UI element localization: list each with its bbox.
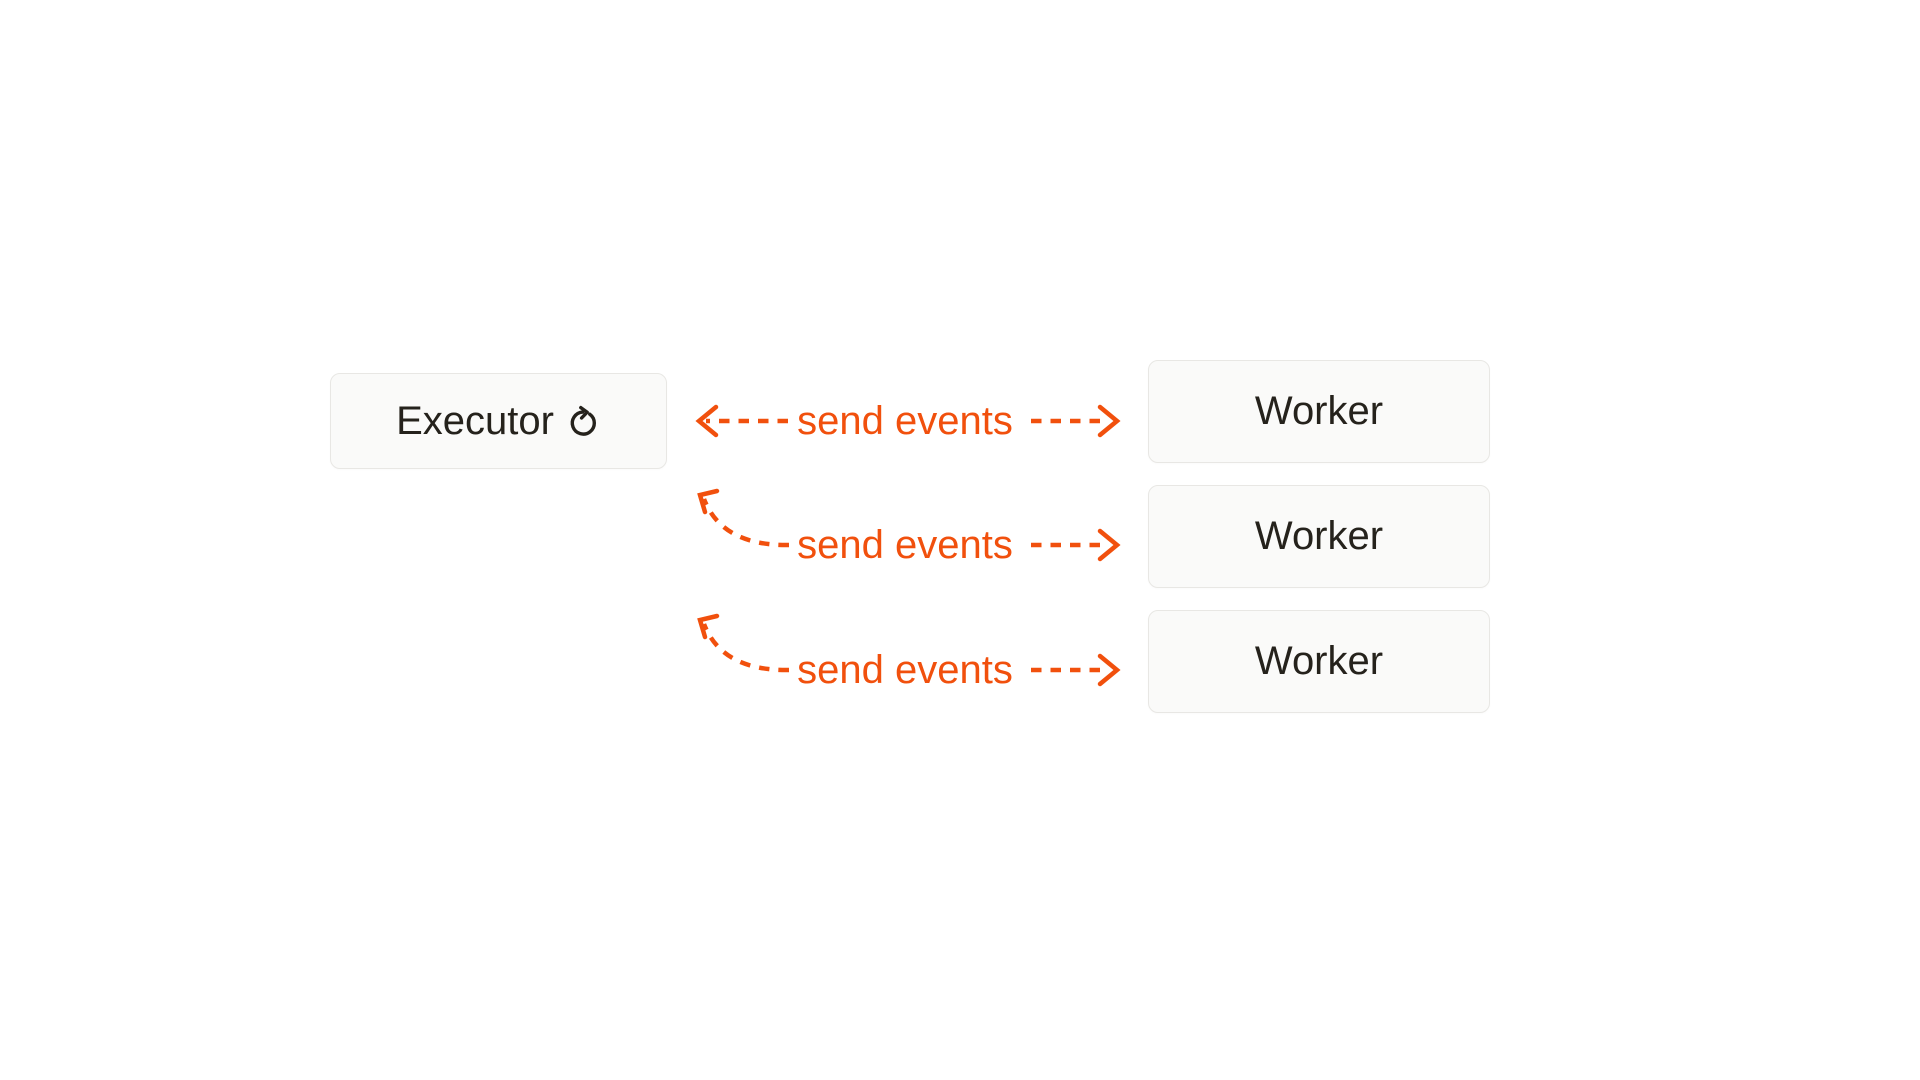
edge-2-curved-arrow: [697, 488, 1121, 562]
node-worker-3: Worker: [1148, 610, 1490, 713]
node-worker-2: Worker: [1148, 485, 1490, 588]
worker-1-label: Worker: [1254, 389, 1384, 433]
node-worker-1: Worker: [1148, 360, 1490, 463]
edge-1-right-arrowhead: [1097, 404, 1121, 438]
edge-2-right-arrowhead: [1097, 528, 1121, 562]
edge-1-bidirectional-arrow: [695, 404, 1121, 438]
edge-2-curved-dash-line: [701, 498, 790, 548]
edge-2-label: send events: [797, 523, 1013, 567]
edge-2-left-arrowhead: [697, 488, 720, 515]
edge-3-left-arrowhead: [697, 613, 720, 640]
refresh-icon-arrowhead: [579, 405, 589, 420]
refresh-icon: [570, 405, 596, 436]
refresh-icon-arc: [570, 410, 596, 436]
worker-2-label: Worker: [1254, 514, 1384, 558]
edge-1-label: send events: [797, 399, 1013, 443]
edge-3-right-arrowhead: [1097, 653, 1121, 687]
edge-3-curved-dash-line: [701, 623, 790, 673]
edge-3-curved-arrow: [697, 613, 1121, 687]
edge-1-left-arrowhead: [695, 404, 719, 438]
executor-label: Executor: [396, 398, 554, 443]
node-executor: Executor: [330, 373, 667, 469]
edge-3-label: send events: [797, 648, 1013, 692]
worker-3-label: Worker: [1254, 639, 1384, 683]
